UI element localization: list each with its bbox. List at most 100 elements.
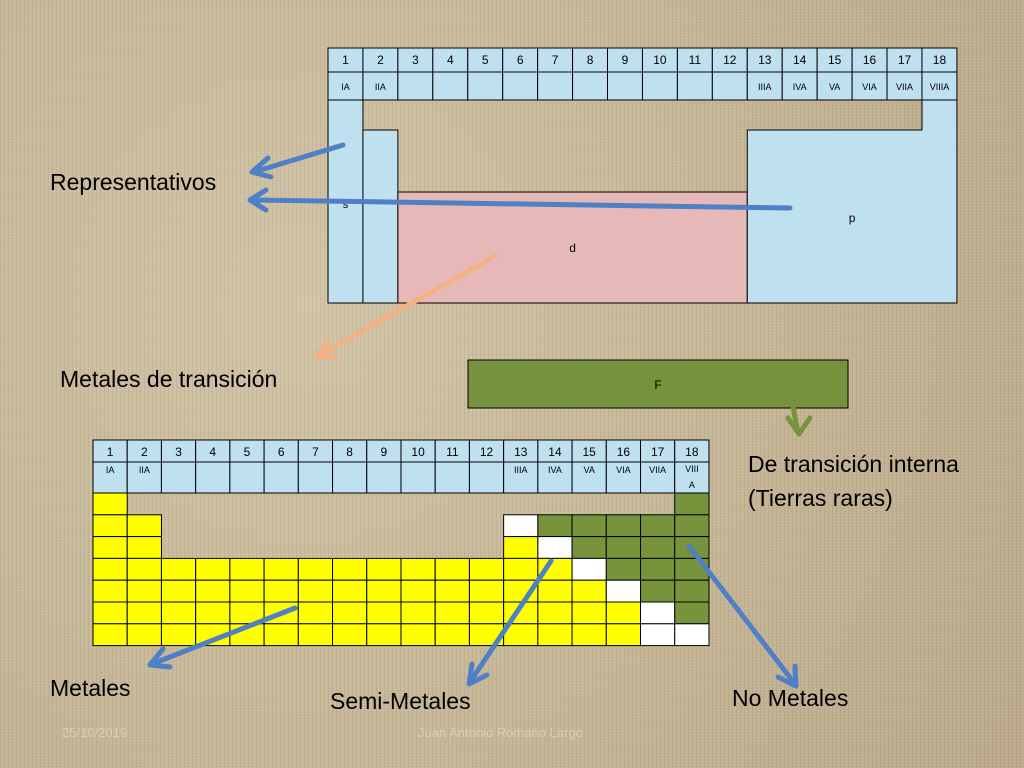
top-roman-cell xyxy=(432,71,469,101)
top-roman-label: IIA xyxy=(375,82,386,92)
top-group-number: 11 xyxy=(689,53,702,67)
top-roman-label: IIIA xyxy=(758,82,772,92)
bottom-group-number: 9 xyxy=(381,445,388,459)
bottom-roman-label: IIA xyxy=(139,465,150,475)
label-no-metales: No Metales xyxy=(732,685,849,711)
top-group-cell xyxy=(851,47,888,73)
top-roman-label: VIA xyxy=(862,82,877,92)
top-group-cell xyxy=(641,47,678,73)
bottom-roman-label: VIIA xyxy=(649,465,666,475)
label-metales-de-transicion: Metales de transición xyxy=(60,366,278,392)
bottom-roman-cell xyxy=(297,461,334,494)
bottom-roman-cell xyxy=(640,461,676,494)
top-roman-cell xyxy=(607,71,643,101)
bottom-group-number: 11 xyxy=(446,445,459,459)
top-group-number: 10 xyxy=(653,53,667,67)
label-semi-metales: Semi-Metales xyxy=(330,688,471,714)
top-group-number: 3 xyxy=(412,53,419,67)
top-group-number: 6 xyxy=(517,53,524,67)
top-roman-cell xyxy=(572,71,609,101)
block-d xyxy=(397,191,748,304)
top-roman-label: VIIIA xyxy=(930,82,950,92)
top-group-number: 12 xyxy=(723,53,737,67)
bottom-group-number: 14 xyxy=(548,445,562,459)
bottom-roman-cell xyxy=(434,461,470,494)
top-group-number: 15 xyxy=(828,53,842,67)
arrow-to-semi-metales xyxy=(466,558,554,687)
bottom-roman-cell xyxy=(400,461,436,494)
bottom-roman-cell xyxy=(468,461,505,494)
bottom-group-number: 10 xyxy=(411,445,425,459)
top-group-cell xyxy=(502,47,539,73)
bottom-roman-label-cont: A xyxy=(689,480,695,490)
f-block-bar: F xyxy=(467,359,849,409)
top-roman-label: VA xyxy=(829,82,840,92)
bottom-group-number: 3 xyxy=(175,445,182,459)
top-roman-cell xyxy=(886,71,923,101)
block-f xyxy=(467,359,849,409)
top-group-cell xyxy=(746,47,783,73)
arrow-p-to-representativos xyxy=(247,187,793,213)
bottom-roman-label: VIII xyxy=(685,464,699,474)
bottom-roman-label: VA xyxy=(584,465,595,475)
arrow-to-no-metales xyxy=(686,543,799,689)
top-roman-label: IVA xyxy=(793,82,807,92)
top-roman-cell xyxy=(851,71,888,101)
top-roman-cell xyxy=(921,71,958,101)
top-group-number: 13 xyxy=(758,53,772,67)
bottom-roman-cell xyxy=(571,461,607,494)
top-group-number: 14 xyxy=(793,53,807,67)
bottom-roman-cell xyxy=(126,461,162,494)
element-cell-semimetal xyxy=(674,623,710,647)
arrow-s-to-representativos xyxy=(249,142,346,180)
top-group-number: 8 xyxy=(587,53,594,67)
bottom-group-number: 17 xyxy=(651,445,665,459)
bottom-roman-label: IA xyxy=(106,465,115,475)
bottom-group-number: 1 xyxy=(107,445,114,459)
bottom-roman-label: IVA xyxy=(548,465,562,475)
bottom-group-number: 8 xyxy=(346,445,353,459)
bottom-group-number: 4 xyxy=(209,445,216,459)
block-p xyxy=(746,99,958,304)
bottom-group-number: 15 xyxy=(583,445,597,459)
top-group-number: 18 xyxy=(933,53,947,67)
top-roman-cell xyxy=(537,71,574,101)
top-group-number: 5 xyxy=(482,53,489,67)
label-de-transicion-interna: De transición interna xyxy=(748,451,959,477)
bottom-group-number: 7 xyxy=(312,445,319,459)
top-roman-cell xyxy=(327,71,364,101)
bottom-roman-cell xyxy=(332,461,368,494)
block-s-label: s xyxy=(343,199,349,211)
arrow-to-metales xyxy=(147,605,298,670)
top-group-number: 7 xyxy=(552,53,559,67)
footer-date: 25/10/2019 xyxy=(62,725,128,740)
top-group-cell xyxy=(711,47,748,73)
top-group-number: 9 xyxy=(622,53,629,67)
bottom-group-number: 5 xyxy=(244,445,251,459)
top-roman-cell xyxy=(397,71,434,101)
top-group-number: 4 xyxy=(447,53,454,67)
top-roman-cell xyxy=(746,71,783,101)
top-roman-cell xyxy=(676,71,713,101)
bottom-roman-cell xyxy=(605,461,642,494)
top-roman-label: VIIA xyxy=(896,82,913,92)
footer-author: Juan Antonio Romano Largo xyxy=(418,725,583,740)
block-f-label: F xyxy=(654,378,661,392)
bottom-roman-label: IIIA xyxy=(514,465,528,475)
arrow-f-to-transicion-interna xyxy=(785,389,813,437)
block-s-col2 xyxy=(362,129,399,304)
block-p-label: p xyxy=(849,211,856,225)
label-representativos: Representativos xyxy=(50,169,217,195)
bottom-roman-cell xyxy=(160,461,197,494)
bottom-group-number: 18 xyxy=(685,445,699,459)
top-group-number: 17 xyxy=(898,53,912,67)
bottom-roman-cell xyxy=(503,461,539,494)
top-group-cell xyxy=(921,47,958,73)
bottom-group-number: 2 xyxy=(141,445,148,459)
top-group-number: 1 xyxy=(342,53,349,67)
bottom-group-number: 16 xyxy=(617,445,631,459)
top-roman-cell xyxy=(502,71,539,101)
top-group-number: 2 xyxy=(377,53,384,67)
